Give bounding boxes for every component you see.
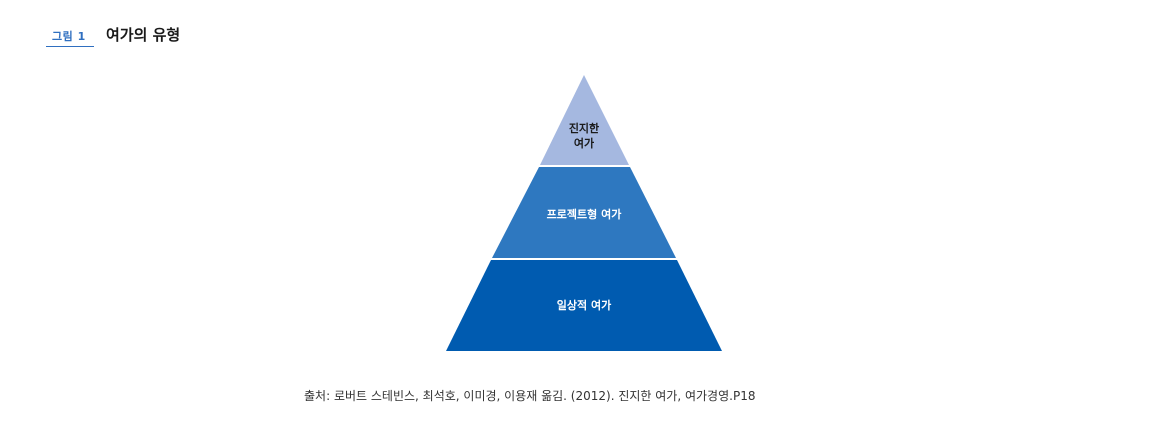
pyramid-label-project: 프로젝트형 여가 <box>547 207 622 221</box>
pyramid-label-serious-line1: 진지한 <box>569 121 599 135</box>
pyramid-layer-casual-leisure <box>446 260 722 351</box>
pyramid-layer-project-leisure <box>492 167 676 258</box>
figure-title: 여가의 유형 <box>106 26 181 44</box>
figure-number-label: 그림 1 <box>46 28 94 47</box>
pyramid-label-serious-line2: 여가 <box>574 136 594 150</box>
pyramid-label-casual: 일상적 여가 <box>557 298 611 312</box>
pyramid-layer-serious-leisure <box>540 75 629 165</box>
source-citation: 출처: 로버트 스테빈스, 최석호, 이미경, 이용재 옮김. (2012). … <box>304 389 756 403</box>
